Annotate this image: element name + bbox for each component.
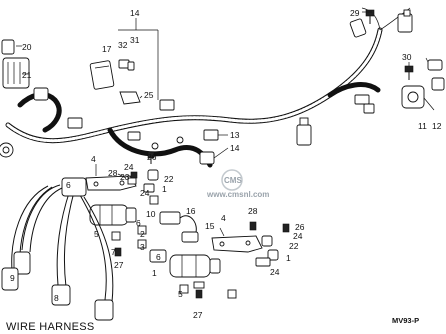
callout-14-mid: 14 [230,143,240,153]
callout-11: 11 [418,121,427,131]
callout-16: 16 [186,206,196,216]
callout-17: 17 [102,44,112,54]
right-coil-assembly [149,211,290,299]
callout-23: 23 [120,172,130,182]
callout-1-b: 1 [286,253,291,263]
callout-13: 13 [230,130,240,140]
callout-1-a: 1 [162,184,167,194]
callout-6-c: 6 [156,252,161,262]
watermark: CMS www.cmsnl.com [206,169,269,199]
callout-24-c: 24 [293,231,303,241]
callout-14-top: 14 [130,8,140,18]
callout-28-left: 28 [108,168,118,178]
bolt-29 [365,9,375,24]
callout-9: 9 [10,273,15,283]
left-coil-assembly [85,171,159,257]
harness-connectors [33,9,413,146]
watermark-logo: CMS [224,176,242,185]
center-connectors [151,129,219,165]
center-clamp-items [143,151,159,193]
callout-6-a: 6 [66,180,71,190]
callout-25: 25 [144,90,154,100]
callout-15: 15 [205,221,215,231]
callout-26-right: 26 [295,222,305,232]
callout-4-right: 4 [221,213,226,223]
callout-26-left: 26 [147,152,157,162]
leader-lines [16,11,435,237]
callouts: 20 21 14 32 31 17 25 13 14 29 30 11 12 4… [10,8,442,320]
callout-3: 3 [140,242,145,252]
callout-24-d: 24 [270,267,280,277]
callout-22-right: 22 [289,241,299,251]
callout-10: 10 [146,209,156,219]
callout-21: 21 [22,70,32,80]
callout-28-right: 28 [248,206,258,216]
callout-20: 20 [22,42,32,52]
callout-8: 8 [54,293,59,303]
callout-29: 29 [350,8,360,18]
diagram-caption: WIRE HARNESS [6,321,95,333]
callout-22-left: 22 [164,174,174,184]
callout-32: 32 [118,40,128,50]
watermark-url: www.cmsnl.com [206,190,269,199]
callout-30: 30 [402,52,412,62]
spark-plug-leads [1,177,114,321]
relay-box [0,39,30,158]
callout-27-left: 27 [114,260,124,270]
callout-4-left: 4 [91,154,96,164]
main-harness [5,7,411,168]
callout-7: 7 [111,247,116,257]
callout-5-left: 5 [94,229,99,239]
callout-2: 2 [140,229,145,239]
callout-31: 31 [130,35,140,45]
callout-24-a: 24 [124,162,134,172]
reference-code: MV93-P [392,316,419,325]
callout-27-right: 27 [193,310,203,320]
callout-6-b: 6 [136,218,141,228]
callout-1-c: 1 [152,268,157,278]
callout-5-right: 5 [178,289,183,299]
callout-12: 12 [432,121,442,131]
callout-24-b: 24 [140,188,150,198]
switch-assembly [401,59,445,109]
top-center-parts [89,59,141,105]
